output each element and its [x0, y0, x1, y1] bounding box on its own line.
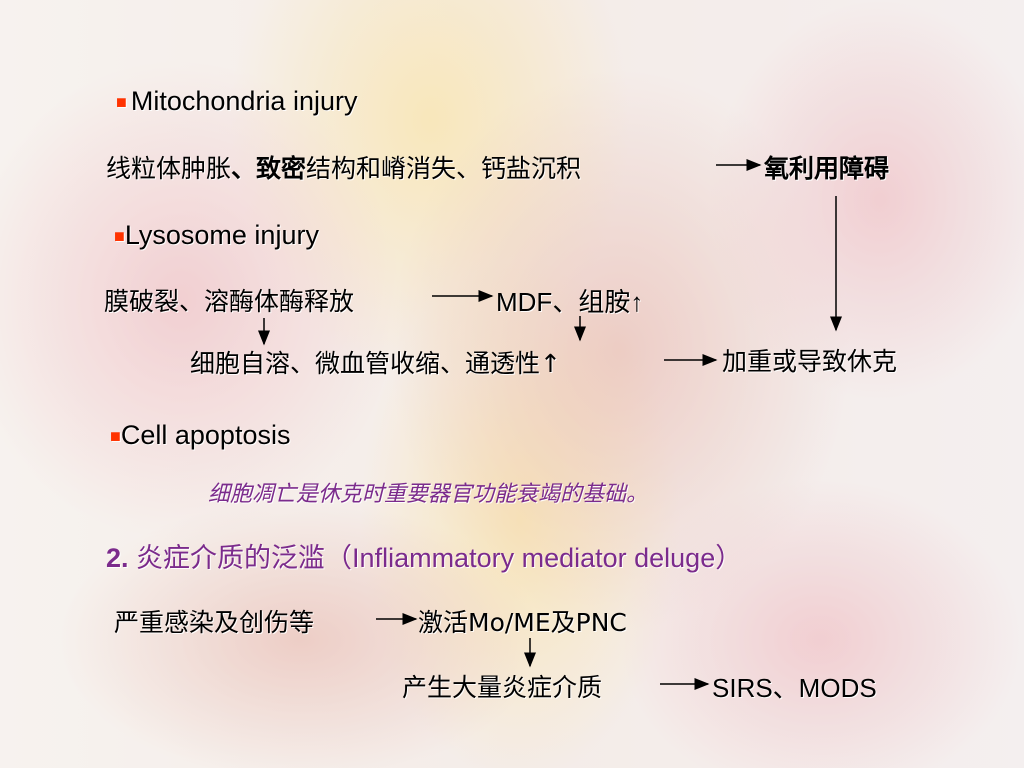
activate-mo-me-pnc: 激活Mo/ME及PNC [418, 608, 627, 637]
mitochondria-line: 线粒体肿胀、致密结构和嵴消失、钙盐沉积 [106, 149, 581, 185]
lysosome-heading-text: Lysosome injury [124, 220, 319, 250]
lysosome-heading: ■Lysosome injury [114, 220, 319, 251]
sirs-mods: SIRS、MODS [712, 673, 877, 703]
produce-inflammatory-mediators: 产生大量炎症介质 [402, 673, 603, 702]
mitochondria-line-part1: 线粒体肿胀 [106, 154, 232, 183]
mitochondria-line-part2: 、致密 [231, 154, 307, 183]
mitochondria-heading: ■Mitochondria injury [116, 86, 357, 117]
inflammation-heading-text: 炎症介质的泛滥（Infliammatory mediator deluge） [136, 543, 743, 573]
bullet-icon: ■ [116, 92, 127, 112]
autolysis-line: 细胞自溶、微血管收缩、通透性↑ [190, 349, 561, 378]
inflammation-heading: 2. 炎症介质的泛滥（Infliammatory mediator deluge… [106, 536, 742, 575]
membrane-rupture-line: 膜破裂、溶酶体酶释放 [104, 287, 355, 316]
oxygen-utilization-impairment: 氧利用障碍 [764, 154, 890, 183]
bullet-icon: ■ [110, 426, 121, 446]
apoptosis-heading: ■Cell apoptosis [110, 420, 290, 451]
bullet-icon: ■ [114, 226, 125, 246]
mitochondria-line-part3: 结构和嵴消失、钙盐沉积 [306, 154, 582, 183]
apoptosis-note: 细胞凋亡是休克时重要器官功能衰竭的基础。 [208, 482, 649, 507]
mitochondria-heading-text: Mitochondria injury [130, 86, 358, 116]
section-number: 2. [106, 543, 129, 573]
apoptosis-heading-text: Cell apoptosis [120, 420, 291, 450]
shock-outcome: 加重或导致休克 [722, 347, 898, 376]
mdf-histamine: MDF、组胺↑ [496, 287, 644, 317]
severe-infection-trauma: 严重感染及创伤等 [114, 608, 315, 637]
